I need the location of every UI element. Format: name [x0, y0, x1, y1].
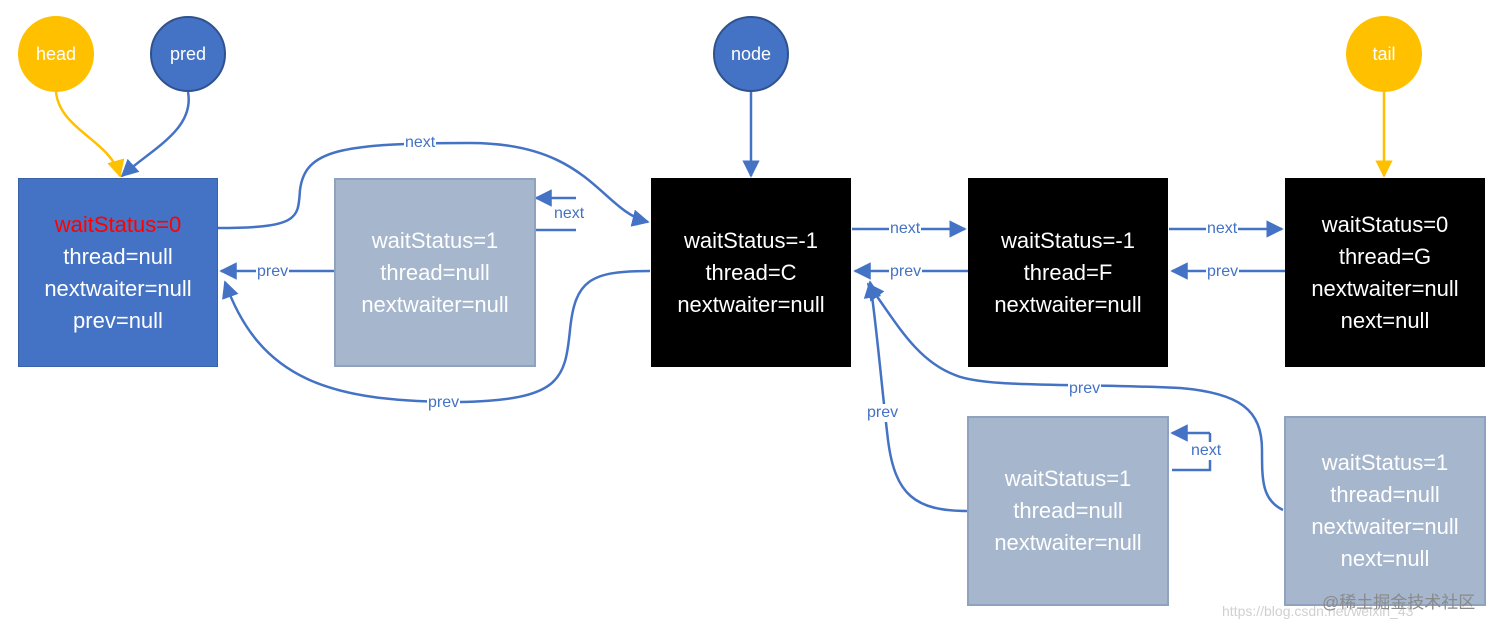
- cancelled-node-3-nextwaiter: nextwaiter=null: [1311, 514, 1459, 539]
- node-g: waitStatus=0 thread=G nextwaiter=null ne…: [1285, 178, 1485, 367]
- head-node: waitStatus=0 thread=null nextwaiter=null…: [18, 178, 218, 367]
- pred-pointer-arrow: [120, 91, 190, 178]
- node-g-waitstatus: waitStatus=0: [1321, 211, 1449, 237]
- cancelled3-prev-arrow: [866, 282, 1284, 512]
- cancelled-node-1-waitstatus: waitStatus=1: [371, 227, 499, 253]
- label-head-next: next: [404, 134, 437, 152]
- node-g-nextwaiter: nextwaiter=null: [1311, 275, 1459, 301]
- node-pointer: node: [713, 16, 789, 92]
- cancelled-node-3-waitstatus: waitStatus=1: [1321, 450, 1449, 475]
- node-f-thread: thread=F: [1023, 259, 1113, 285]
- tail-pointer: tail: [1346, 16, 1422, 92]
- label-nodec-next: next: [889, 220, 922, 238]
- head-node-nextwaiter: nextwaiter=null: [44, 275, 192, 301]
- nodec-prev-arrow: [222, 269, 651, 404]
- head-next-arrow: [217, 141, 650, 230]
- node-f-waitstatus: waitStatus=-1: [1001, 227, 1135, 253]
- cancelled-node-3-thread: thread=null: [1330, 482, 1440, 507]
- label-cancelled3-prev: prev: [1068, 380, 1102, 398]
- pred-pointer: pred: [150, 16, 226, 92]
- cancelled2-prev-arrow: [863, 280, 969, 513]
- label-cancelled2-next: next: [1190, 442, 1223, 460]
- node-f: waitStatus=-1 thread=F nextwaiter=null: [968, 178, 1168, 367]
- node-c-nextwaiter: nextwaiter=null: [677, 291, 825, 317]
- head-pointer: head: [18, 16, 94, 92]
- head-node-thread: thread=null: [63, 243, 173, 269]
- node-f-nextwaiter: nextwaiter=null: [994, 291, 1142, 317]
- cancelled-node-3: waitStatus=1 thread=null nextwaiter=null…: [1284, 416, 1486, 606]
- label-cancelled2-prev: prev: [866, 404, 900, 422]
- head-node-waitstatus: waitStatus=0: [54, 211, 182, 237]
- head-pointer-arrow: [54, 91, 125, 178]
- node-c: waitStatus=-1 thread=C nextwaiter=null: [651, 178, 851, 367]
- label-cancelled1-prev: prev: [256, 263, 290, 281]
- node-g-thread: thread=G: [1338, 243, 1432, 269]
- label-nodef-next: next: [1206, 220, 1239, 238]
- cancelled-node-1-thread: thread=null: [380, 259, 490, 285]
- cancelled-node-2: waitStatus=1 thread=null nextwaiter=null: [967, 416, 1169, 606]
- cancelled-node-1: waitStatus=1 thread=null nextwaiter=null: [334, 178, 536, 367]
- pred-pointer-label: pred: [169, 43, 207, 64]
- node-c-thread: thread=C: [705, 259, 797, 285]
- label-nodeg-prev: prev: [1206, 263, 1240, 281]
- node-pointer-label: node: [730, 43, 772, 64]
- label-nodef-prev: prev: [889, 263, 923, 281]
- cancelled-node-1-nextwaiter: nextwaiter=null: [361, 291, 509, 317]
- label-nodec-prev-to-head: prev: [427, 394, 461, 412]
- label-cancelled1-next: next: [553, 205, 586, 223]
- tail-pointer-label: tail: [1372, 43, 1396, 64]
- head-node-prev: prev=null: [73, 307, 163, 333]
- cancelled-node-2-waitstatus: waitStatus=1: [1004, 466, 1132, 491]
- cancelled-node-3-next: next=null: [1340, 546, 1430, 571]
- watermark-brand: @稀土掘金技术社区: [1322, 593, 1476, 612]
- watermark-url: https://blog.csdn.net/weixin_43: [1222, 603, 1414, 619]
- head-pointer-label: head: [35, 43, 77, 64]
- node-g-next: next=null: [1340, 307, 1430, 333]
- cancelled-node-2-thread: thread=null: [1013, 498, 1123, 523]
- cancelled-node-2-nextwaiter: nextwaiter=null: [994, 530, 1142, 555]
- node-c-waitstatus: waitStatus=-1: [684, 227, 818, 253]
